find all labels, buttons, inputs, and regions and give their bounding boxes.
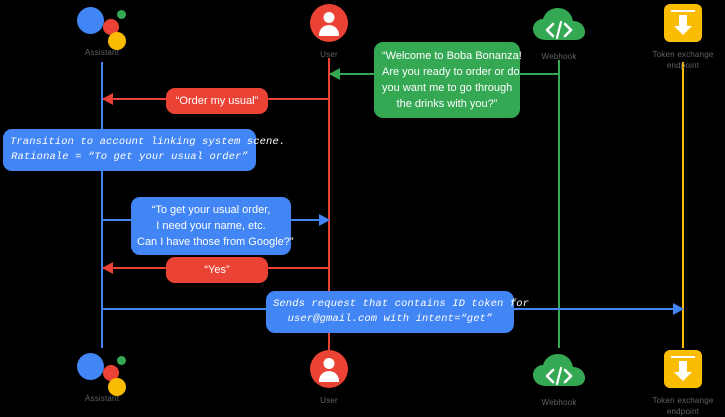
actor-webhook-bottom[interactable]: Webhook: [504, 348, 614, 408]
message-bubble-transition-note: Transition to account linking system sce…: [3, 129, 286, 171]
actor-label-webhook: Webhook: [541, 52, 577, 61]
lifeline-assistant: [101, 62, 103, 348]
actor-endpoint-bottom[interactable]: Token exchange endpoint: [628, 348, 725, 417]
sends-request-line-2: user@gmail.com with intent=“get”: [287, 313, 493, 325]
welcome-line-2: Are you ready to order or do: [382, 66, 520, 78]
transition-note-line-1: Transition to account linking system sce…: [10, 136, 286, 148]
need-your-name-line-3: Can I have those from Google?”: [137, 236, 294, 248]
actor-user-top[interactable]: User: [274, 2, 384, 60]
actor-label-endpoint-line1: Token exchange: [652, 396, 714, 405]
actor-assistant-bottom[interactable]: Assistant: [47, 348, 157, 404]
message-bubble-order-my-usual: “Order my usual”: [166, 88, 268, 114]
actor-user-bottom[interactable]: User: [274, 348, 384, 406]
yes-line-1: “Yes”: [204, 264, 230, 276]
actor-label-user: User: [320, 50, 338, 59]
google-assistant-logo-icon: [47, 348, 157, 396]
order-my-usual-line-1: “Order my usual”: [175, 95, 259, 107]
message-bubble-yes: “Yes”: [166, 257, 268, 283]
actor-label-user: User: [320, 396, 338, 405]
actor-label-webhook: Webhook: [541, 398, 577, 407]
actor-label-assistant: Assistant: [84, 394, 120, 403]
user-avatar-icon: [274, 4, 384, 46]
lifeline-webhook: [558, 60, 560, 348]
actor-label-endpoint: Token exchange endpoint: [628, 395, 725, 417]
welcome-line-3: you want me to go through: [382, 82, 513, 94]
actor-label-endpoint: Token exchange endpoint: [628, 49, 725, 71]
actor-label-endpoint-line2: endpoint: [666, 61, 700, 70]
need-your-name-line-2: I need your name, etc.: [156, 220, 266, 232]
cloud-code-icon: [504, 6, 614, 48]
welcome-line-1: “Welcome to Boba Bonanza!: [382, 50, 522, 62]
actor-endpoint-top[interactable]: Token exchange endpoint: [628, 2, 725, 71]
actor-assistant-top[interactable]: Assistant: [47, 2, 157, 58]
transition-note-line-2: Rationale = “To get your usual order”: [11, 151, 248, 163]
lifeline-endpoint: [682, 62, 684, 348]
sends-request-line-1: Sends request that contains ID token for: [273, 298, 530, 310]
message-bubble-need-your-name: “To get your usual order, I need your na…: [131, 197, 294, 255]
need-your-name-line-1: “To get your usual order,: [151, 204, 271, 216]
download-box-icon: [628, 4, 725, 46]
message-bubble-sends-request: Sends request that contains ID token for…: [266, 291, 530, 333]
actor-label-endpoint-line2: endpoint: [666, 407, 700, 416]
download-box-icon: [628, 350, 725, 392]
lifeline-user: [328, 58, 330, 350]
cloud-code-icon: [504, 352, 614, 394]
actor-label-assistant: Assistant: [84, 48, 120, 57]
welcome-line-4: the drinks with you?”: [396, 98, 498, 110]
google-assistant-logo-icon: [47, 2, 157, 50]
actor-label-endpoint-line1: Token exchange: [652, 50, 714, 59]
message-bubble-welcome: “Welcome to Boba Bonanza! Are you ready …: [374, 42, 522, 118]
user-avatar-icon: [274, 350, 384, 392]
actor-webhook-top[interactable]: Webhook: [504, 2, 614, 62]
